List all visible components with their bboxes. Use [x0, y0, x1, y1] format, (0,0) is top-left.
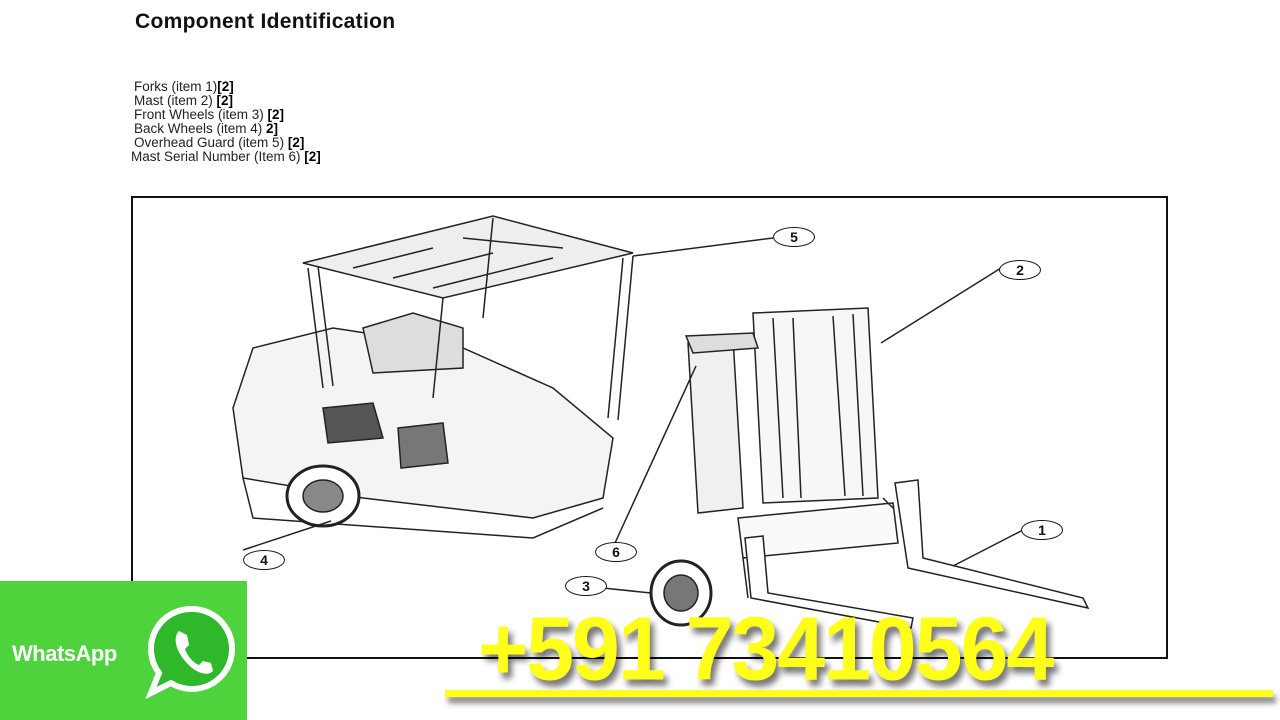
forklift-drawing — [232, 215, 1090, 629]
list-item: Back Wheels (item 4) 2] — [134, 121, 279, 136]
phone-number: +591 73410564 — [478, 598, 1054, 700]
callout-5: 5 — [773, 227, 815, 247]
component-list: Forks (item 1)[2] Mast (item 2) [2] Fron… — [131, 79, 321, 164]
phone-underline — [445, 690, 1273, 697]
list-item: Mast (item 2) [2] — [134, 93, 234, 108]
list-item: Front Wheels (item 3) [2] — [134, 107, 285, 122]
callout-4: 4 — [243, 550, 285, 570]
whatsapp-icon — [145, 605, 236, 699]
list-item: Mast Serial Number (Item 6) [2] — [131, 149, 321, 164]
callout-3: 3 — [565, 576, 607, 596]
page-title: Component Identification — [135, 10, 396, 33]
callout-2: 2 — [999, 260, 1041, 280]
forklift-diagram: 1 2 3 4 5 6 — [131, 196, 1168, 659]
list-item: Overhead Guard (item 5) [2] — [134, 135, 305, 150]
callout-6: 6 — [595, 542, 637, 562]
callout-1: 1 — [1021, 520, 1063, 540]
whatsapp-label: WhatsApp — [12, 641, 117, 666]
whatsapp-badge[interactable]: WhatsApp — [0, 581, 247, 720]
list-item: Forks (item 1)[2] — [134, 79, 234, 94]
